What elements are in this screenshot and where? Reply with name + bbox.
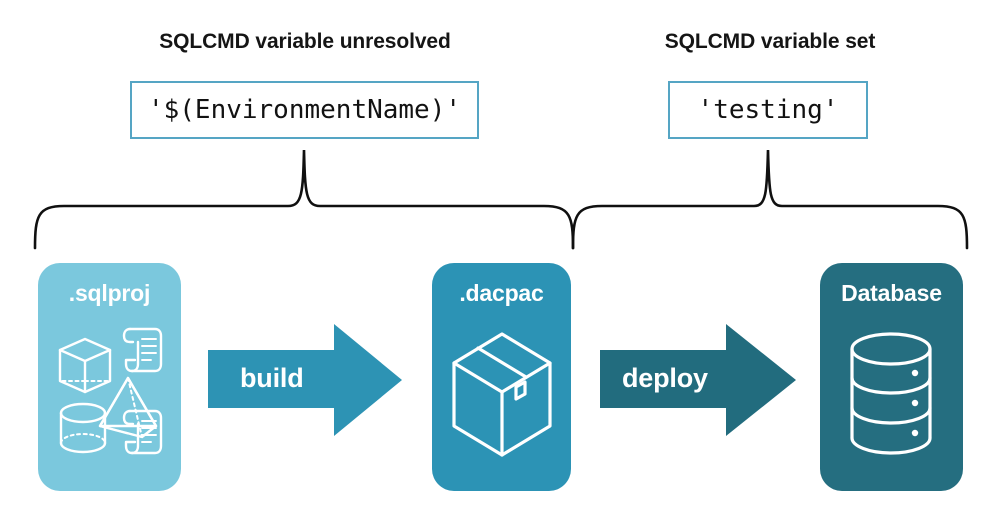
cube-icon xyxy=(58,337,112,394)
brace-right-icon xyxy=(571,149,969,250)
code-value-box-left: '$(EnvironmentName)' xyxy=(130,81,479,139)
scroll-icon xyxy=(122,327,163,373)
stage-card-sqlproj-title: .sqlproj xyxy=(68,280,151,306)
stage-card-sqlproj: .sqlproj xyxy=(38,263,181,491)
code-value-right-text: 'testing' xyxy=(697,95,839,125)
stage-card-database-art xyxy=(820,315,963,480)
stage-card-dacpac-art xyxy=(432,315,571,480)
database-cylinder-icon xyxy=(850,332,932,455)
arrow-right-icon xyxy=(600,324,796,436)
package-box-icon xyxy=(452,332,552,457)
stage-card-dacpac: .dacpac xyxy=(432,263,571,491)
brace-left xyxy=(30,148,578,250)
header-left: SQLCMD variable unresolved xyxy=(159,30,451,53)
header-right: SQLCMD variable set xyxy=(664,30,876,53)
arrow-build-label: build xyxy=(240,363,304,393)
stage-card-dacpac-title: .dacpac xyxy=(459,280,544,306)
cylinder-icon xyxy=(59,402,107,454)
arrow-deploy-label: deploy xyxy=(622,363,708,393)
code-value-left-text: '$(EnvironmentName)' xyxy=(147,95,462,125)
code-value-box-right: 'testing' xyxy=(668,81,868,139)
sqlproj-objects-group xyxy=(58,327,163,455)
arrow-build xyxy=(208,324,404,437)
scroll-icon xyxy=(122,409,163,455)
stage-card-sqlproj-art xyxy=(38,315,181,470)
arrow-deploy xyxy=(600,324,798,437)
brace-left-icon xyxy=(33,149,575,250)
stage-card-database: Database xyxy=(820,263,963,491)
brace-right xyxy=(568,148,972,250)
arrow-right-icon xyxy=(208,324,402,436)
stage-card-database-title: Database xyxy=(841,280,942,306)
